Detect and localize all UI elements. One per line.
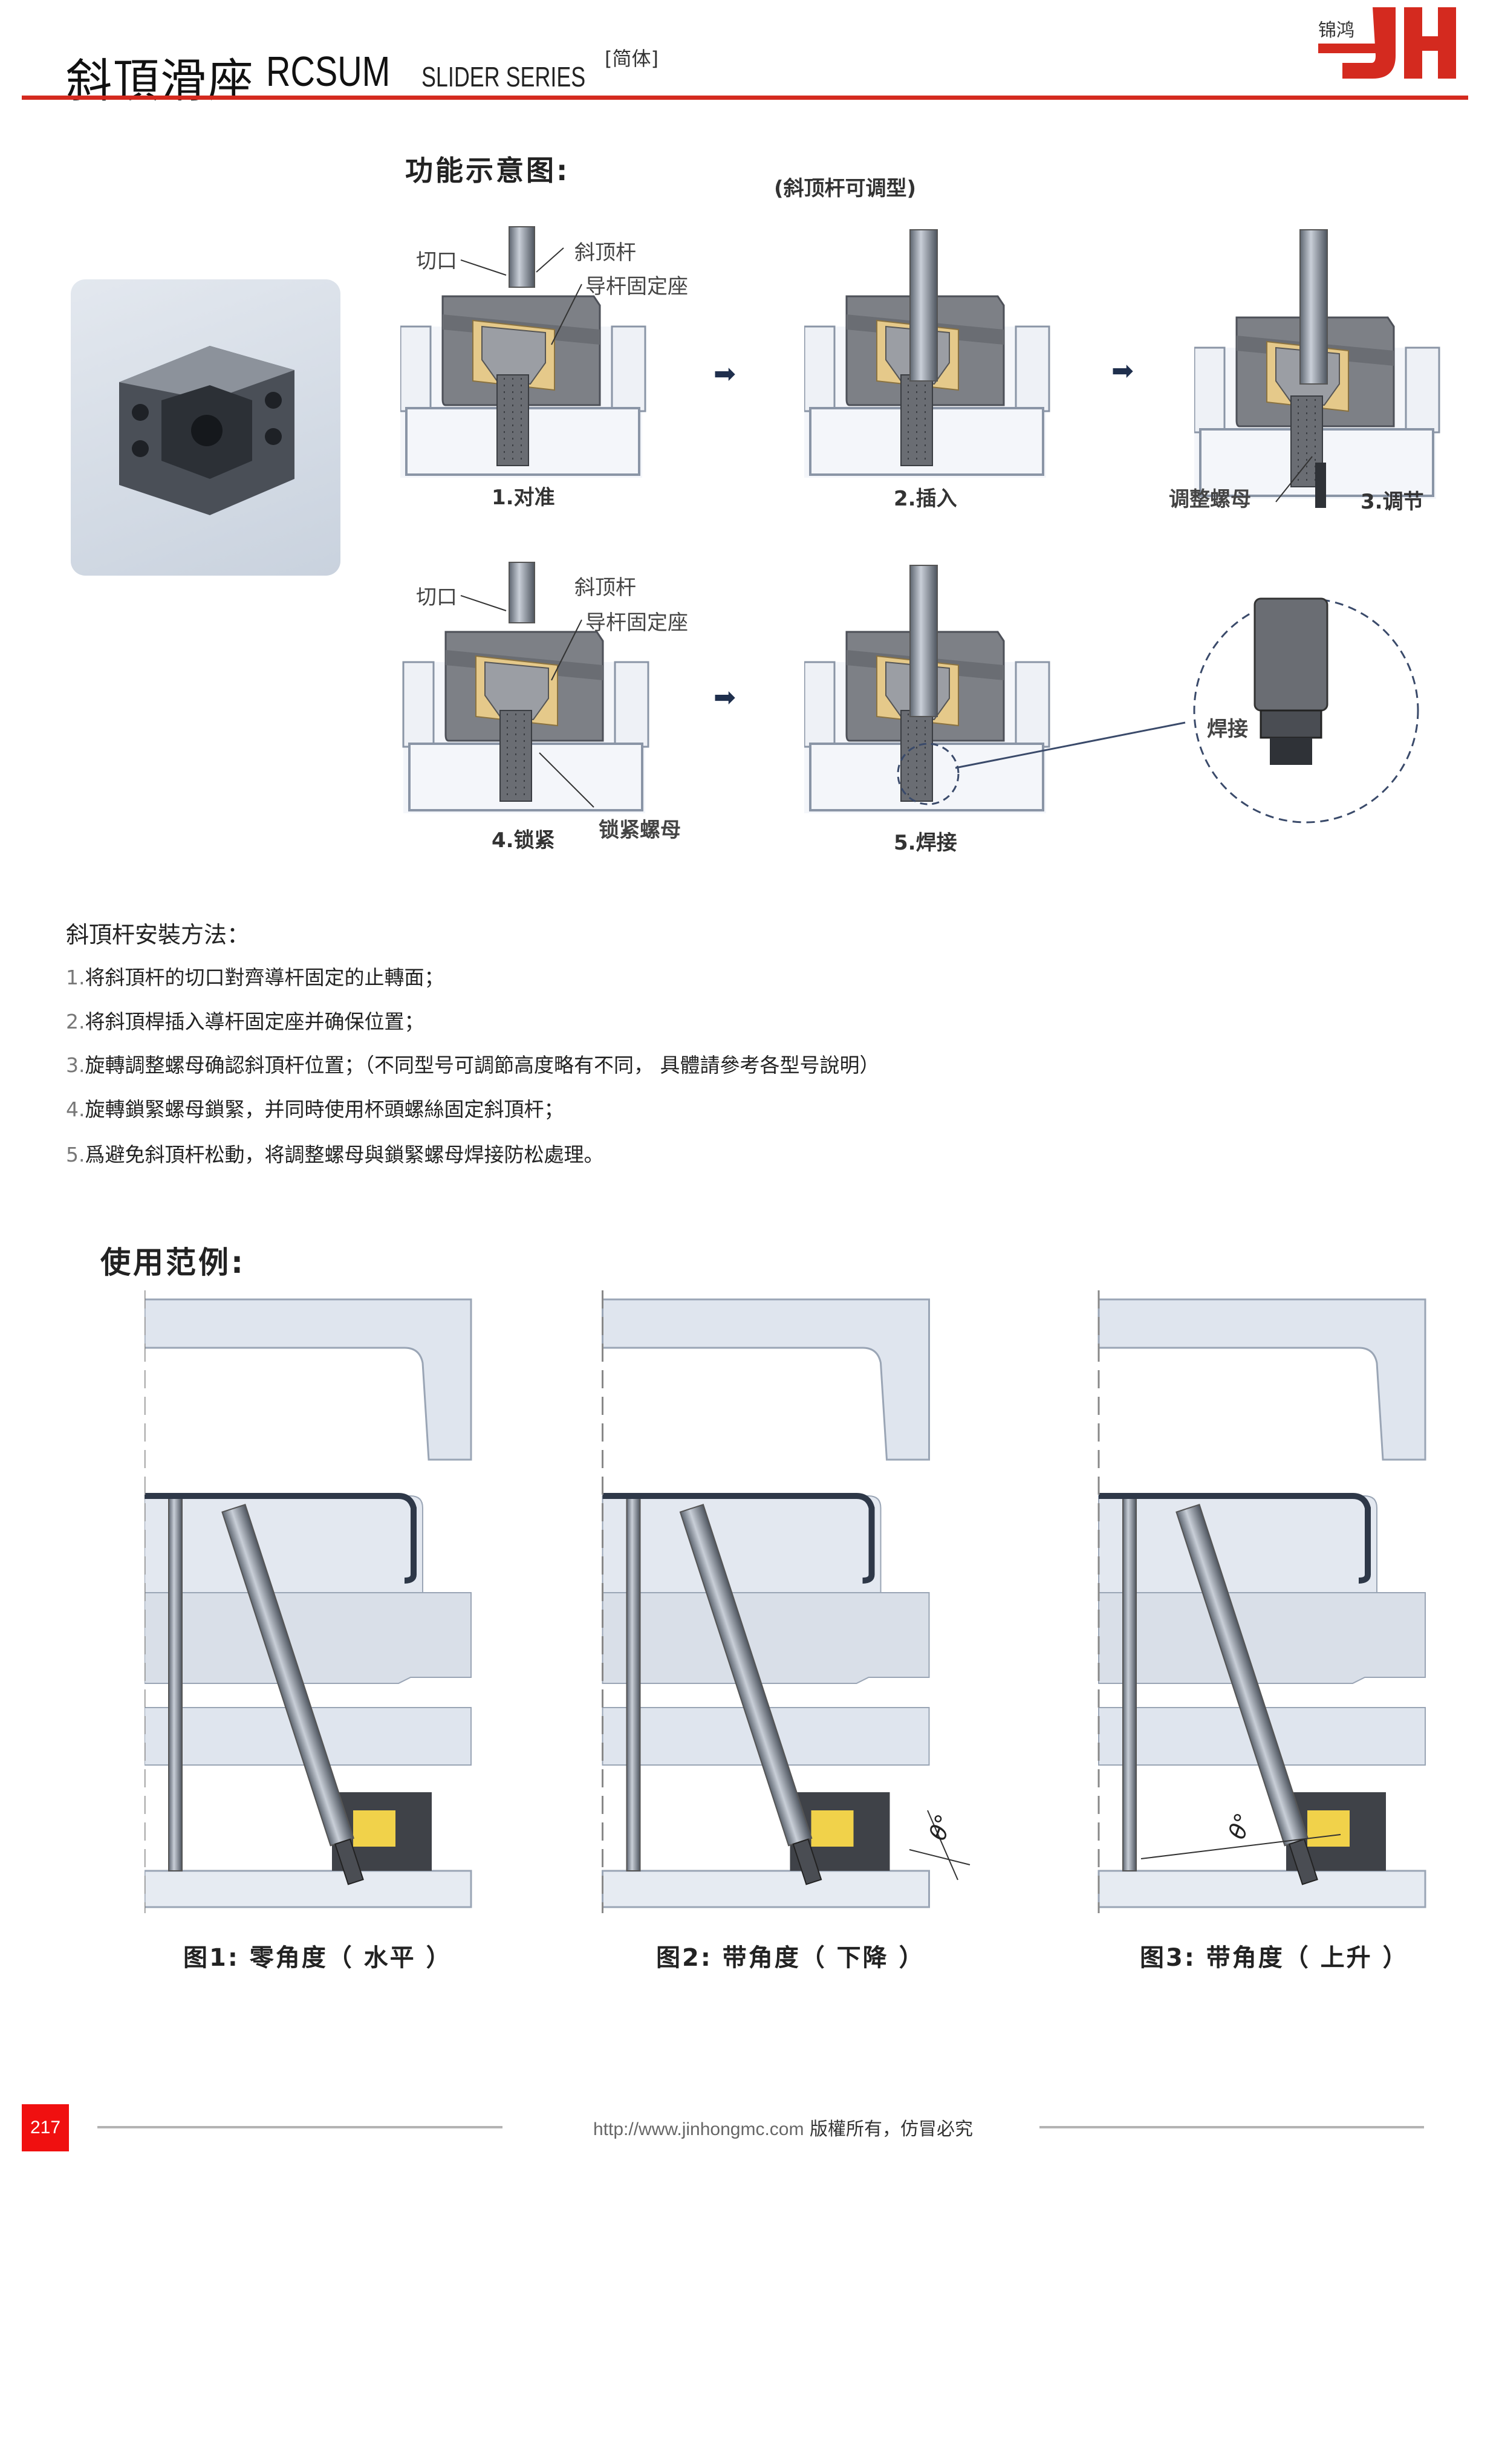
usage-figure-2 [589, 1290, 971, 1913]
diagram-step-5 [804, 565, 1419, 824]
step-number: 3. [66, 1053, 85, 1077]
figure-caption-2: 图2: 带角度（ 下降 ） [656, 1944, 925, 1972]
function-diagram-subtitle: (斜顶杆可调型) [774, 177, 917, 201]
step-text: 将斜頂桿插入導杆固定座并确保位置； [85, 1010, 424, 1033]
label-lock-nut: 锁紧螺母 [599, 818, 681, 842]
install-step: 3.旋轉調整螺母确認斜頂杆位置；（不同型号可調節高度略有不同， 具體請參考各型号… [66, 1049, 880, 1078]
label-guide-seat: 导杆固定座 [585, 275, 688, 299]
install-step: 5.爲避免斜頂杆松動，将調整螺母與鎖緊螺母焊接防松處理。 [66, 1139, 604, 1168]
diagram-step-3 [1194, 229, 1442, 508]
function-diagram-heading: 功能示意图: [405, 154, 570, 187]
step-label-3: 3.调节 [1361, 490, 1424, 514]
usage-figure-3 [1087, 1290, 1440, 1913]
language-label: [简体] [605, 47, 658, 70]
install-step: 2.将斜頂桿插入導杆固定座并确保位置； [66, 1006, 424, 1035]
step-number: 4. [66, 1097, 85, 1121]
step-text: 旋轉鎖緊螺母鎖緊，并同時使用杯頭螺絲固定斜頂杆； [85, 1097, 564, 1121]
arrow-right-icon: ➡ [714, 682, 736, 713]
header-divider [22, 96, 1468, 100]
diagram-step-2 [804, 229, 1052, 478]
usage-figure-1 [145, 1290, 474, 1913]
footer-divider [97, 2126, 502, 2128]
label-notch: 切口 [416, 585, 457, 609]
figure-caption-1: 图1: 零角度（ 水平 ） [183, 1944, 452, 1972]
step-label-5: 5.焊接 [894, 831, 957, 855]
step-text: 旋轉調整螺母确認斜頂杆位置；（不同型号可調節高度略有不同， 具體請參考各型号說明… [85, 1053, 880, 1077]
step-text: 将斜頂杆的切口對齊導杆固定的止轉面； [85, 966, 444, 989]
label-notch: 切口 [416, 249, 457, 273]
footer-divider [1039, 2126, 1424, 2128]
arrow-right-icon: ➡ [714, 359, 736, 389]
series-label: SLIDER SERIES [421, 61, 586, 93]
install-step: 1.将斜頂杆的切口對齊導杆固定的止轉面； [66, 961, 444, 990]
page-title: 斜頂滑座 [66, 54, 255, 108]
step-number: 2. [66, 1010, 85, 1033]
diagram-step-1 [400, 226, 648, 478]
arrow-right-icon: ➡ [1111, 356, 1134, 386]
step-label-4: 4.锁紧 [492, 828, 555, 853]
step-number: 1. [66, 966, 85, 989]
install-heading: 斜頂杆安裝方法： [66, 922, 250, 948]
label-lifter-rod: 斜顶杆 [574, 241, 636, 265]
step-label-1: 1.对准 [492, 486, 555, 510]
product-code: RCSUM [266, 48, 391, 95]
label-weld: 焊接 [1207, 717, 1248, 741]
install-step: 4.旋轉鎖緊螺母鎖緊，并同時使用杯頭螺絲固定斜頂杆； [66, 1093, 564, 1122]
diagram-step-4 [400, 562, 654, 813]
step-label-2: 2.插入 [894, 487, 957, 511]
svg-text:锦鸿: 锦鸿 [1318, 20, 1354, 41]
step-text: 爲避免斜頂杆松動，将調整螺母與鎖緊螺母焊接防松處理。 [85, 1143, 604, 1166]
label-guide-seat: 导杆固定座 [585, 611, 688, 635]
product-photo [71, 279, 340, 576]
copyright-text: 版權所有，仿冒必究 [810, 2119, 974, 2140]
figure-caption-3: 图3: 带角度（ 上升 ） [1140, 1944, 1409, 1972]
label-lifter-rod: 斜顶杆 [574, 576, 636, 600]
usage-heading: 使用范例: [100, 1245, 245, 1280]
step-number: 5. [66, 1143, 85, 1166]
footer-text: http://www.jinhongmc.com 版權所有，仿冒必究 [593, 2114, 973, 2141]
brand-logo: 锦鸿 [1318, 7, 1457, 80]
website-link[interactable]: http://www.jinhongmc.com [593, 2119, 804, 2139]
page-number: 217 [22, 2104, 69, 2151]
label-adjust-nut: 调整螺母 [1169, 487, 1251, 512]
